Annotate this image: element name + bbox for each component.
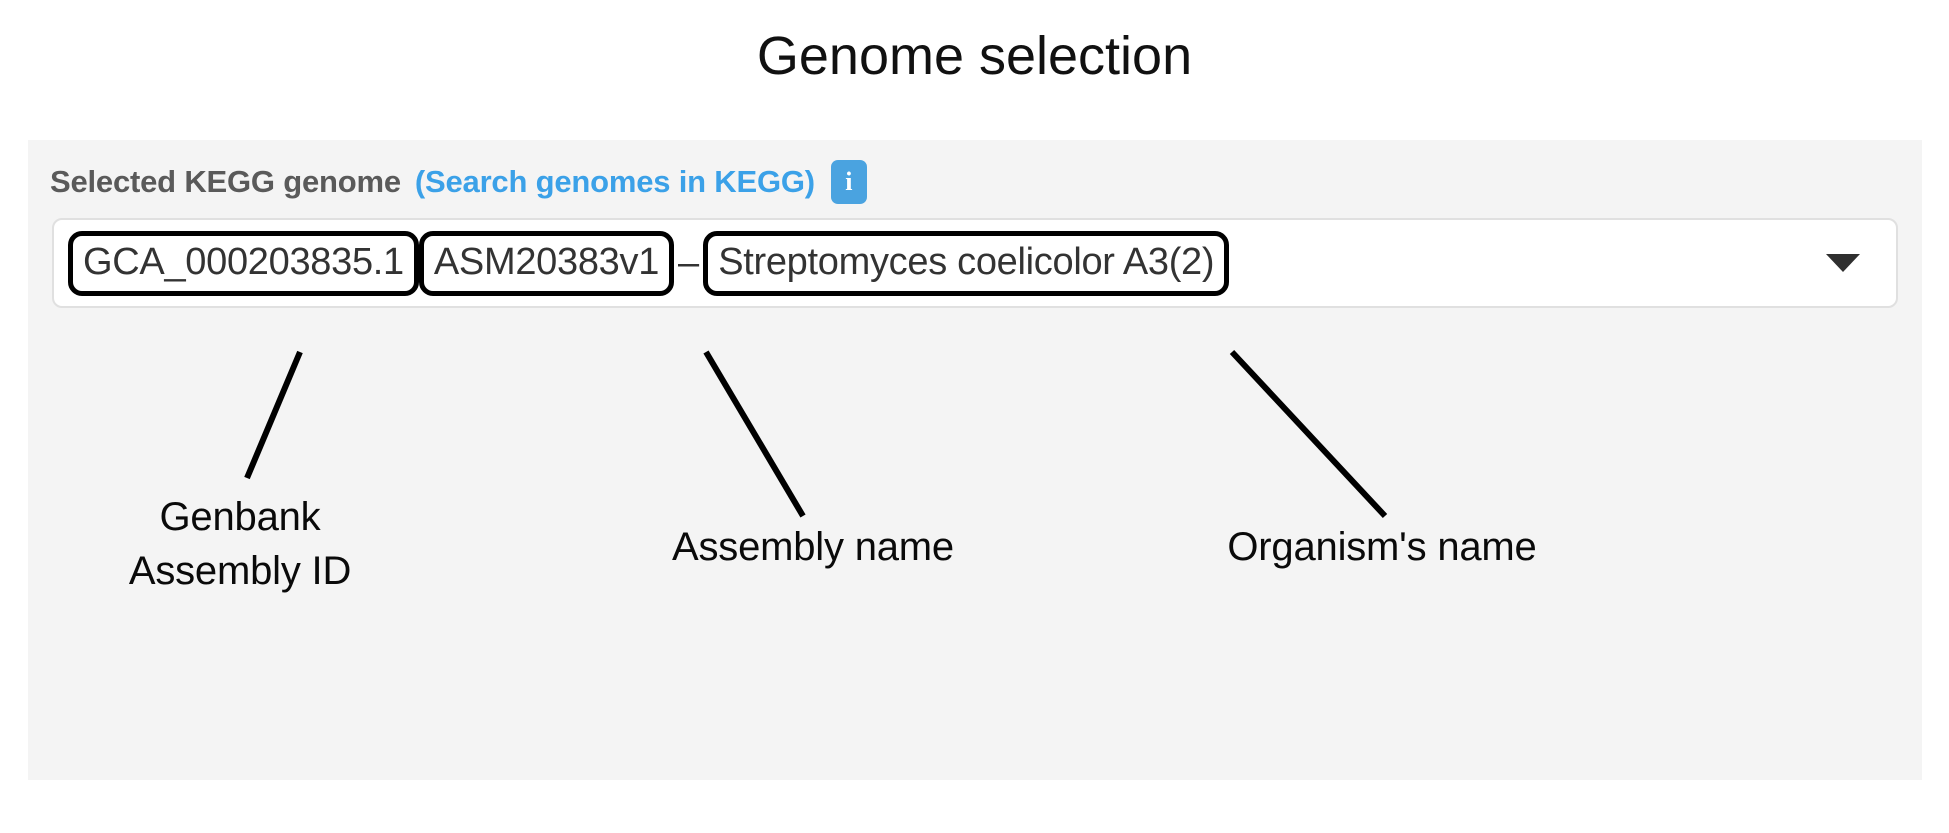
organism-name-value: Streptomyces coelicolor A3(2) [703, 230, 1230, 296]
annotation-assembly-name: Assembly name [672, 525, 954, 569]
genome-select[interactable]: GCA_000203835.1 ASM20383v1 – Streptomyce… [52, 218, 1898, 308]
value-separator: – [678, 241, 700, 284]
genome-selection-panel: Selected KEGG genome (Search genomes in … [28, 140, 1922, 780]
chevron-down-icon[interactable] [1826, 254, 1860, 272]
info-icon[interactable]: i [830, 160, 867, 204]
genome-select-value: GCA_000203835.1 ASM20383v1 – Streptomyce… [68, 220, 1230, 306]
annotation-genbank-assembly-id: Genbank Assembly ID [128, 495, 352, 593]
page-title: Genome selection [756, 26, 1193, 86]
annotation-organism-name: Organism's name [1227, 525, 1537, 569]
selected-genome-label: Selected KEGG genome [50, 164, 401, 199]
search-genomes-in-kegg-link[interactable]: (Search genomes in KEGG) [414, 164, 815, 199]
genbank-assembly-id-value: GCA_000203835.1 [68, 230, 419, 296]
selected-genome-label-row: Selected KEGG genome (Search genomes in … [50, 160, 867, 204]
assembly-name-value: ASM20383v1 [418, 230, 675, 296]
